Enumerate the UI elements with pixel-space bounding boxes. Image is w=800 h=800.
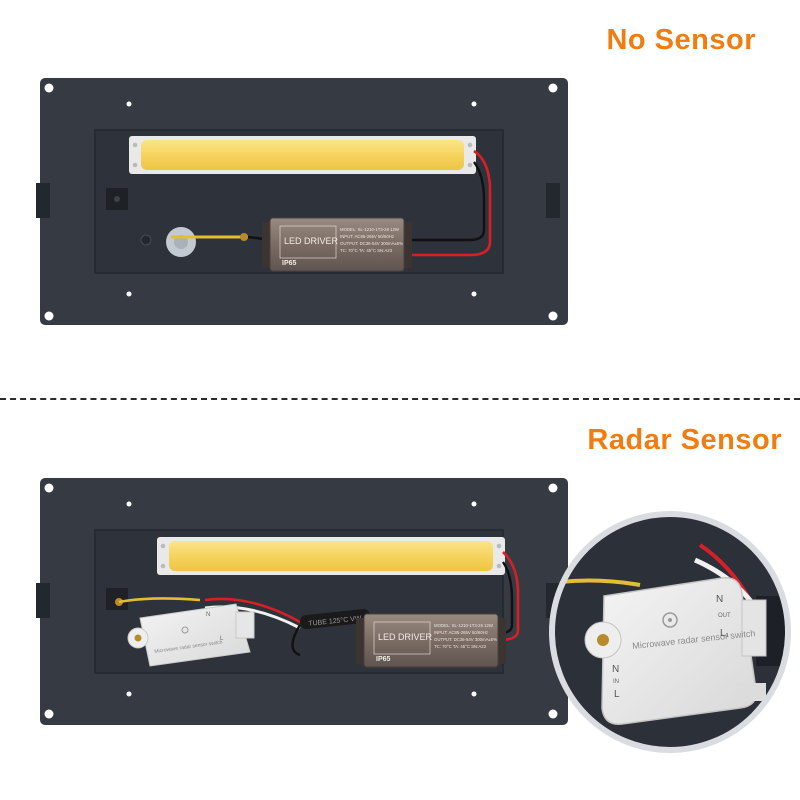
led-strip-bottom	[157, 537, 505, 575]
sensor-zoom-circle: Microwave radar sensor switch N OUT L₁ N…	[549, 511, 791, 753]
driver-title-2: LED DRIVER	[378, 632, 433, 642]
sensor-pin-n: N	[206, 612, 210, 618]
zoom-pin-n: N	[716, 594, 723, 605]
zoom-out-label: OUT	[718, 613, 731, 619]
driver-rating-2: IP65	[376, 656, 391, 663]
heading-no-sensor: No Sensor	[606, 24, 756, 56]
zoom-pin-l: L₁	[720, 628, 730, 639]
driver-input-2: INPUT: AC85-265V 50/60Hz	[434, 630, 488, 635]
driver-input: INPUT: AC85-265V 50/60Hz	[340, 234, 394, 239]
led-driver-top: LED DRIVER MODEL: SL-1210-1T3-26 12W INP…	[262, 217, 412, 272]
driver-model: MODEL: SL-1210-1T3-26 12W	[340, 227, 400, 232]
driver-output: OUTPUT: DC36-54V 300mA±5%	[340, 241, 403, 246]
panel-radar-sensor: TUBE 125°C VW LED DRIVER MODEL: SL-1210-…	[36, 478, 568, 725]
panel-no-sensor: LED DRIVER MODEL: SL-1210-1T3-26 12W INP…	[36, 78, 568, 325]
heading-radar-sensor: Radar Sensor	[587, 424, 782, 456]
driver-tc-2: TC: 70°C TA: 45°C SN:A23	[434, 644, 487, 649]
zoom-in-n: N	[612, 664, 619, 675]
driver-output-2: OUTPUT: DC36-54V 300mA±5%	[434, 637, 497, 642]
led-driver-bottom: LED DRIVER MODEL: SL-1210-1T3-26 12W INP…	[356, 613, 506, 668]
zoom-in-l: L	[614, 689, 620, 700]
driver-rating: IP65	[282, 260, 297, 267]
dashed-divider	[0, 398, 800, 400]
heat-sleeve: TUBE 125°C VW	[300, 608, 370, 630]
driver-model-2: MODEL: SL-1210-1T3-26 12W	[434, 623, 494, 628]
radar-sensor-box: Microwave radar sensor switch N L	[127, 603, 255, 667]
driver-tc: TC: 70°C TA: 45°C SN:A23	[340, 248, 393, 253]
zoom-in-label: IN	[613, 679, 619, 685]
sensor-pin-l: L	[220, 636, 224, 642]
driver-title: LED DRIVER	[284, 236, 339, 246]
led-strip	[129, 136, 476, 174]
